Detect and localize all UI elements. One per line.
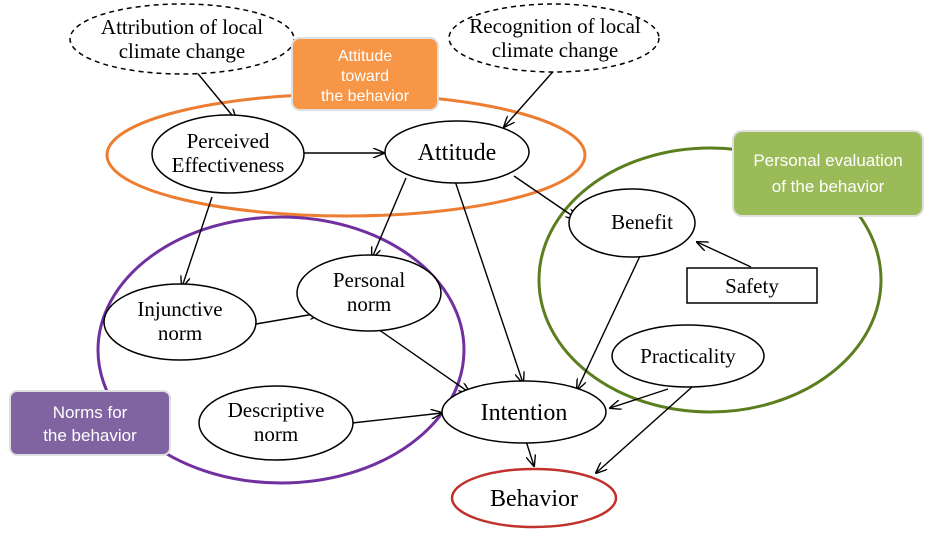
norms-group-label-line1: Norms for	[53, 403, 128, 422]
node-benefit-label: Benefit	[611, 210, 673, 234]
evaluation-group-label-line2: of the behavior	[772, 177, 885, 196]
attitude-group-label-line3: the behavior	[321, 88, 410, 105]
node-practicality: Practicality	[611, 324, 765, 388]
attitude-group-label-line1: Attitude	[338, 48, 392, 65]
node-perceived-effectiveness-line1: Perceived	[187, 129, 270, 153]
edge-descriptive-to-intention	[351, 413, 442, 424]
node-safety-shape	[686, 267, 818, 304]
edge-intention-to-behavior	[525, 440, 534, 466]
norms-group-label-line2: the behavior	[43, 426, 137, 445]
node-practicality-label: Practicality	[640, 344, 736, 368]
node-behavior-label: Behavior	[490, 486, 578, 512]
norms-group-ring	[96, 215, 466, 485]
edge-safety-to-benefit	[697, 242, 752, 268]
node-injunctive-norm-line1: Injunctive	[137, 297, 222, 321]
attitude-group-label-line2: toward	[341, 68, 389, 85]
node-practicality-shape	[611, 324, 765, 388]
edge-practicality-to-behavior	[596, 386, 693, 473]
norms-group-label: Norms for the behavior	[9, 390, 171, 456]
node-safety-label: Safety	[725, 274, 779, 298]
node-attribution-shape	[69, 3, 295, 75]
node-descriptive-norm-line2: norm	[254, 422, 298, 446]
evaluation-group-ring	[537, 146, 883, 414]
edge-attitude-to-intention	[454, 180, 523, 383]
node-recognition: Recognition of local climate change	[448, 3, 660, 73]
edge-personal-to-intention	[374, 326, 470, 393]
attitude-group-label-box	[291, 37, 439, 111]
node-perceived-effectiveness: Perceived Effectiveness	[151, 114, 305, 194]
evaluation-group-label-box	[732, 130, 924, 217]
node-attribution-line1: Attribution of local	[101, 15, 263, 39]
attitude-group-label: Attitude toward the behavior	[291, 37, 439, 111]
edge-attitude-to-benefit	[513, 175, 577, 219]
node-intention-shape	[441, 380, 607, 444]
node-attitude-label: Attitude	[418, 140, 497, 166]
node-attitude: Attitude	[384, 120, 530, 184]
node-injunctive-norm-shape	[103, 283, 257, 361]
node-descriptive-norm-line1: Descriptive	[228, 398, 325, 422]
evaluation-group-label: Personal evaluation of the behavior	[732, 130, 924, 217]
node-personal-norm-shape	[296, 254, 442, 332]
node-behavior: Behavior	[450, 467, 618, 529]
node-recognition-shape	[448, 3, 660, 73]
node-benefit: Benefit	[568, 188, 696, 258]
edge-benefit-to-intention	[577, 255, 641, 390]
edge-attitude-to-personal	[372, 177, 407, 258]
norms-group-label-box	[9, 390, 171, 456]
edge-recognition-to-attitude	[504, 65, 559, 127]
node-attribution-line2: climate change	[119, 39, 246, 63]
node-benefit-shape	[568, 188, 696, 258]
evaluation-group-label-line1: Personal evaluation	[753, 151, 902, 170]
node-recognition-line1: Recognition of local	[469, 14, 641, 38]
node-attitude-shape	[384, 120, 530, 184]
node-safety: Safety	[686, 267, 818, 304]
node-descriptive-norm-shape	[198, 385, 354, 461]
node-personal-norm-line1: Personal	[333, 268, 405, 292]
node-perceived-effectiveness-shape	[151, 114, 305, 194]
node-personal-norm: Personal norm	[296, 254, 442, 332]
node-recognition-line2: climate change	[492, 38, 619, 62]
node-personal-norm-line2: norm	[347, 292, 391, 316]
node-perceived-effectiveness-line2: Effectiveness	[172, 153, 285, 177]
node-behavior-shape	[450, 467, 618, 529]
node-attribution: Attribution of local climate change	[69, 3, 295, 75]
node-injunctive-norm-line2: norm	[158, 321, 202, 345]
node-injunctive-norm: Injunctive norm	[103, 283, 257, 361]
node-intention: Intention	[441, 380, 607, 444]
node-descriptive-norm: Descriptive norm	[198, 385, 354, 461]
edge-effectiveness-to-injunctive	[182, 196, 213, 287]
node-intention-label: Intention	[481, 400, 568, 426]
edge-practicality-to-intention	[610, 388, 669, 408]
